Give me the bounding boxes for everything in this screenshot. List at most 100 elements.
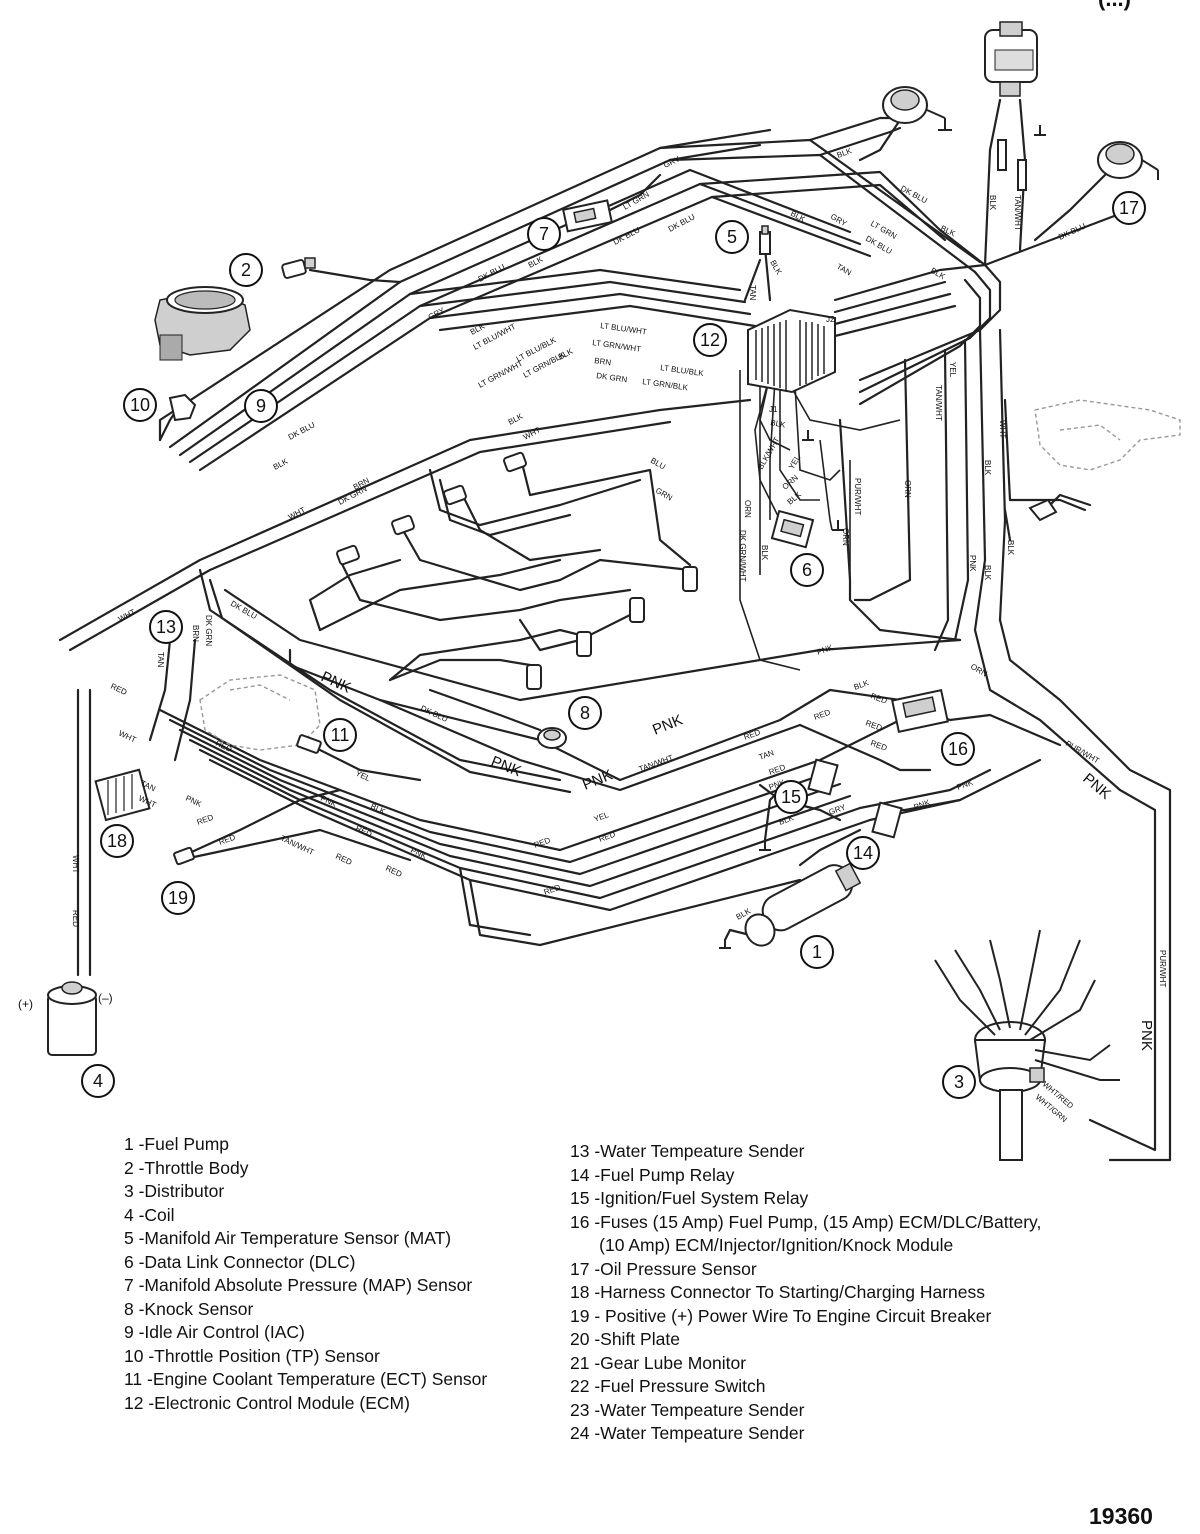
svg-text:3: 3 [954, 1072, 964, 1092]
wire-label: BLK [1006, 540, 1015, 556]
ecm-j1-label: J1 [769, 405, 778, 414]
callout-14: 14 [846, 836, 880, 870]
legend-item: 17 -Oil Pressure Sensor [570, 1258, 757, 1279]
wire-label: DK BLU [287, 420, 317, 442]
wire-label: LT GRN/WHT [477, 359, 525, 390]
wire-label: ORN [903, 480, 912, 498]
map-sensor [562, 199, 613, 233]
wire-label: ORN [743, 500, 752, 518]
svg-text:16: 16 [948, 739, 968, 759]
wire-label: GRY [427, 305, 447, 321]
wire-label: BLK [760, 545, 769, 561]
wire-label: RED [334, 852, 353, 867]
wire-label: TAN [758, 748, 776, 762]
legend-item: 18 -Harness Connector To Starting/Chargi… [570, 1282, 986, 1302]
wire-label: RED [864, 718, 883, 732]
legend-item: 2 -Throttle Body [124, 1157, 249, 1178]
callout-4: 4 [81, 1064, 115, 1098]
data-link-connector [770, 509, 815, 549]
distributor [934, 929, 1120, 1161]
figure-number: 19360 [1089, 1503, 1153, 1529]
wire-label: PUR/WHT [1064, 739, 1101, 766]
wire-label: RED [869, 691, 888, 705]
wire-label: WHT [71, 855, 80, 873]
callout-13: 13 [149, 610, 183, 644]
wire-label: BLK [768, 259, 784, 277]
wire-label: TAN [748, 285, 757, 301]
wire-label: BLK [527, 254, 545, 269]
wire-label: PNK [650, 711, 685, 738]
svg-text:15: 15 [781, 787, 801, 807]
callout-9: 9 [244, 389, 278, 423]
shift-plate [1028, 399, 1181, 522]
wire-label: WHT [522, 425, 542, 442]
legend-item: 14 -Fuel Pump Relay [570, 1164, 735, 1185]
wire-label: DK GRN [204, 615, 213, 646]
legend-item: 9 -Idle Air Control (IAC) [124, 1322, 305, 1342]
legend-left: 1 -Fuel Pump 2 -Throttle Body 3 -Distrib… [124, 1133, 487, 1415]
wire-label: BLK [929, 266, 947, 282]
wire-label: RED [543, 883, 562, 897]
callout-18: 18 [100, 824, 134, 858]
callout-19: 19 [161, 881, 195, 915]
legend-item: 13 -Water Tempeature Sender [570, 1141, 805, 1161]
throttle-position-sensor [168, 393, 197, 422]
wire-label: DK BLU [612, 225, 642, 247]
legend-item: 8 -Knock Sensor [124, 1298, 254, 1319]
wire-label: LT BLU/WHT [600, 321, 648, 336]
wire-label: TAN/WHT [1013, 195, 1022, 231]
wire-label: ORN [841, 528, 850, 546]
wire-label: RED [598, 830, 617, 844]
wire-label: BRN [594, 356, 612, 367]
wire-label: RED [384, 864, 403, 879]
legend-item: 24 -Water Tempeature Sender [570, 1423, 805, 1443]
wire-label: PUR/WHT [1158, 950, 1167, 987]
fuel-injectors [336, 451, 698, 690]
wire-label: BLK [770, 418, 787, 430]
wire-label: BLK [507, 411, 525, 426]
injector [576, 631, 592, 657]
wire-label: LT GRN/WHT [592, 338, 642, 354]
wire-label: WHT [117, 729, 137, 745]
legend-item: 1 -Fuel Pump [124, 1134, 230, 1154]
legend-item: 7 -Manifold Absolute Pressure (MAP) Sens… [124, 1275, 473, 1295]
mat-sensor [759, 225, 771, 255]
wire-label: TAN/WHT [638, 753, 675, 774]
callout-10: 10 [123, 388, 157, 422]
wire-label: BLK [988, 195, 997, 211]
svg-text:9: 9 [256, 396, 266, 416]
svg-text:1: 1 [812, 942, 822, 962]
wire-label: BLK [983, 460, 992, 476]
wire-label: PNK [968, 555, 977, 572]
legend-item: 6 -Data Link Connector (DLC) [124, 1251, 356, 1272]
wire-label: PNK [1138, 1020, 1155, 1051]
callout-3: 3 [942, 1065, 976, 1099]
wire-label: LT BLU/BLK [660, 363, 705, 378]
fuel-pressure-switch [984, 21, 1038, 191]
wire-label: BLK [983, 565, 992, 581]
legend-item: 4 -Coil [124, 1204, 175, 1225]
legend-item: 15 -Ignition/Fuel System Relay [570, 1188, 809, 1208]
knock-sensor [428, 688, 567, 749]
wire-label: TAN/WHT [279, 834, 315, 857]
wire-label: DK BLU [1057, 221, 1087, 241]
callout-2: 2 [229, 253, 263, 287]
legend-item: 5 -Manifold Air Temperature Sensor (MAT) [124, 1228, 452, 1248]
ground-symbols [719, 125, 1046, 949]
svg-text:14: 14 [853, 843, 873, 863]
callout-17: 17 [1112, 191, 1146, 225]
svg-text:5: 5 [727, 227, 737, 247]
wire-label: WHT [998, 420, 1007, 438]
legend-item: 11 -Engine Coolant Temperature (ECT) Sen… [124, 1369, 488, 1389]
ignition-fuel-relay [807, 758, 839, 796]
wire-label: BLU [649, 456, 667, 472]
callout-16: 16 [941, 732, 975, 766]
callout-7: 7 [527, 217, 561, 251]
wire-label: PNK [913, 798, 932, 812]
legend-item: 21 -Gear Lube Monitor [570, 1352, 747, 1373]
wire-label: GRY [662, 154, 682, 170]
wire-label: BLK [853, 678, 871, 692]
wire-label: RED [196, 813, 215, 827]
callout-8: 8 [568, 696, 602, 730]
